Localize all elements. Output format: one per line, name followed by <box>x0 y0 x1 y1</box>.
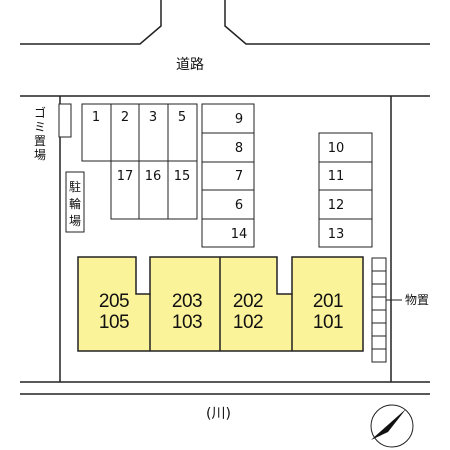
parking-space-5: 5 <box>177 110 187 125</box>
parking-space-17: 17 <box>116 169 134 184</box>
unit-lower-number: 103 <box>171 312 203 333</box>
parking-space-12: 12 <box>327 198 345 213</box>
bicycle-parking-label: 駐輪場 <box>68 180 81 228</box>
parking-space-13: 13 <box>327 227 345 242</box>
parking-space-9: 9 <box>234 112 244 127</box>
unit-upper-number: 203 <box>171 291 203 312</box>
garbage-box <box>58 103 72 138</box>
unit-upper-number: 205 <box>98 291 130 312</box>
road-edge-left <box>20 0 162 45</box>
unit-upper-number: 201 <box>312 291 344 312</box>
parking-space-10: 10 <box>327 141 345 156</box>
unit-lower-number: 101 <box>312 312 344 333</box>
river-label: (川) <box>206 406 231 422</box>
parking-space-11: 11 <box>327 169 345 184</box>
unit-upper-number: 202 <box>232 291 264 312</box>
unit-201-101: 201 101 <box>292 291 364 333</box>
bicycle-parking-box <box>65 171 85 233</box>
unit-203-103: 203 103 <box>151 291 223 333</box>
storage-label: 物置 <box>405 293 430 307</box>
unit-202-102: 202 102 <box>212 291 284 333</box>
parking-space-7: 7 <box>234 169 244 184</box>
parking-space-15: 15 <box>173 169 191 184</box>
parking-space-1: 1 <box>91 110 101 125</box>
parking-mid-column-block <box>201 103 255 248</box>
parking-space-8: 8 <box>234 141 244 156</box>
garbage-area-label: ゴミ置場 <box>33 106 46 162</box>
parking-space-14: 14 <box>230 227 248 242</box>
parking-space-3: 3 <box>148 110 158 125</box>
parking-space-6: 6 <box>234 198 244 213</box>
road-label: 道路 <box>176 57 204 73</box>
road-edge-right <box>224 0 430 45</box>
parking-space-16: 16 <box>144 169 162 184</box>
parking-bottom-row-block <box>110 160 198 220</box>
north-arrow-icon <box>370 404 414 448</box>
unit-205-105: 205 105 <box>78 291 150 333</box>
parking-space-2: 2 <box>120 110 130 125</box>
unit-lower-number: 102 <box>232 312 264 333</box>
storage-sheds <box>371 257 387 363</box>
unit-lower-number: 105 <box>98 312 130 333</box>
